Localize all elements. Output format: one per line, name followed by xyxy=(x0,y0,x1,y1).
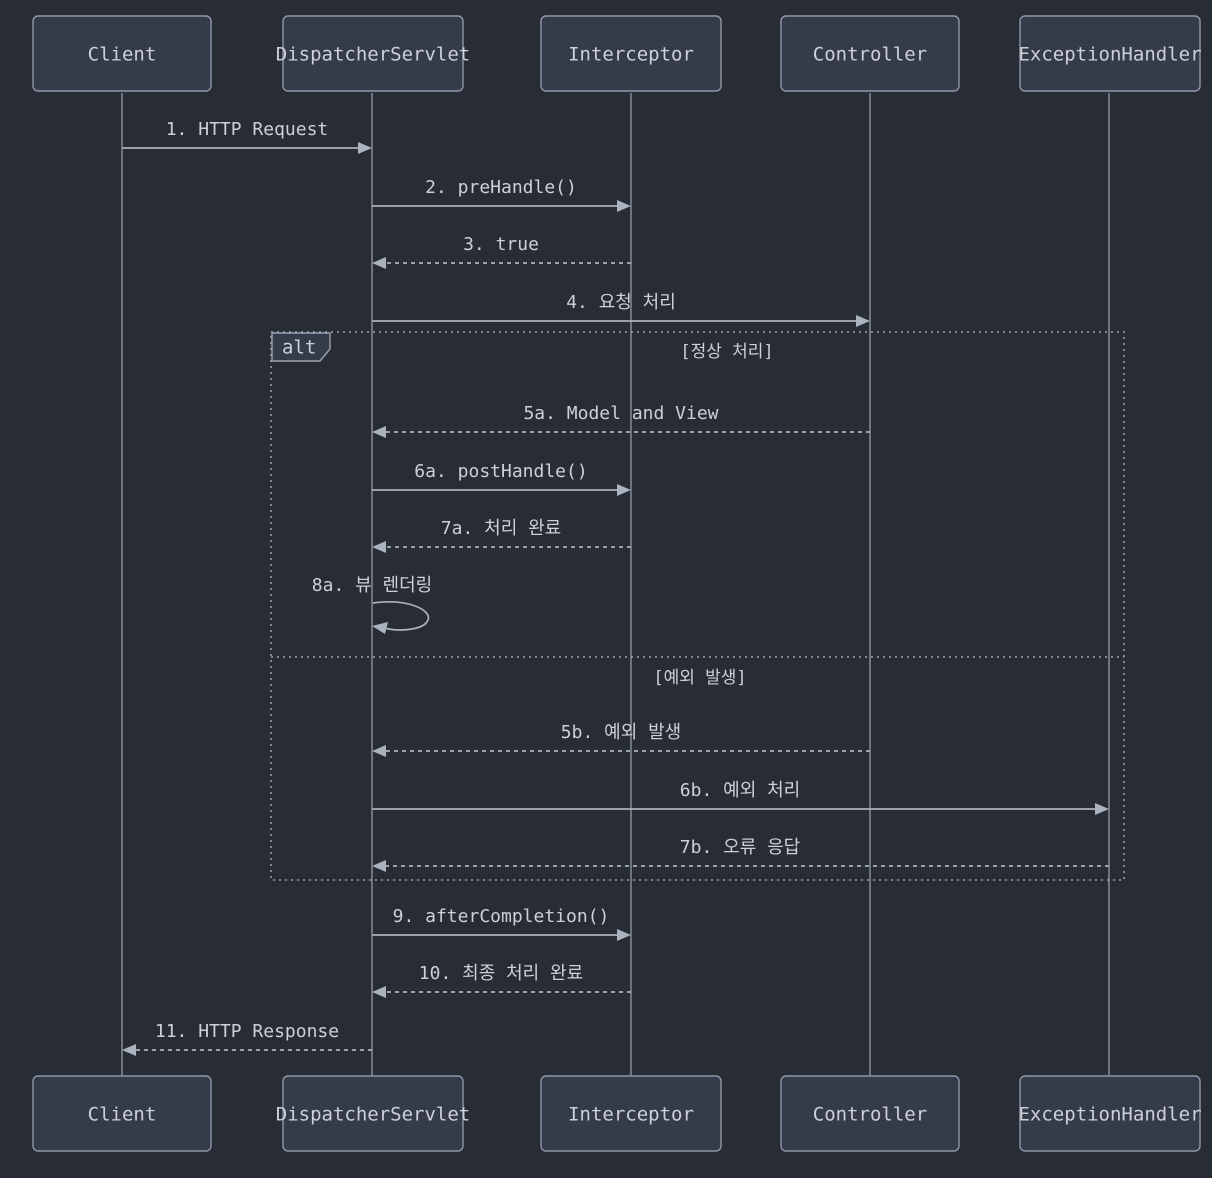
participant-box[interactable] xyxy=(282,15,464,92)
message-7a: 7a. 처리 완료 xyxy=(372,518,631,553)
participant-box[interactable] xyxy=(1019,1075,1201,1152)
participant-box[interactable] xyxy=(32,1075,212,1152)
message-6b-arrowhead xyxy=(1095,803,1109,815)
participant-box[interactable] xyxy=(1019,15,1201,92)
message-6b-label: 6b. 예외 처리 xyxy=(680,780,800,801)
participant-label: DispatcherServlet xyxy=(276,44,470,66)
participant-interceptor-top[interactable]: Interceptor xyxy=(540,15,722,92)
message-6a-label: 6a. postHandle() xyxy=(414,461,587,482)
participant-label: Controller xyxy=(813,44,927,66)
participants-bottom: Client DispatcherServlet Interceptor Con… xyxy=(32,1075,1202,1152)
message-4: 4. 요청 처리 xyxy=(372,292,870,327)
message-7a-arrowhead xyxy=(372,541,386,553)
message-1: 1. HTTP Request xyxy=(122,119,372,154)
participant-controller-top[interactable]: Controller xyxy=(780,15,960,92)
message-10-arrowhead xyxy=(372,986,386,998)
participants-top: Client DispatcherServlet Interceptor Con… xyxy=(32,15,1202,92)
participant-box[interactable] xyxy=(780,1075,960,1152)
message-6b: 6b. 예외 처리 xyxy=(372,780,1109,815)
message-8a-arrowhead xyxy=(372,622,388,634)
participant-client-bottom[interactable]: Client xyxy=(32,1075,212,1152)
message-5b: 5b. 예외 발생 xyxy=(372,722,870,757)
message-1-arrowhead xyxy=(358,142,372,154)
message-7b-arrowhead xyxy=(372,860,386,872)
alt-tag-shape xyxy=(271,332,331,362)
message-3-label: 3. true xyxy=(463,234,539,255)
participant-dispatcherservlet-top[interactable]: DispatcherServlet xyxy=(276,15,470,92)
participant-label: ExceptionHandler xyxy=(1018,1104,1201,1126)
alt-fragment: alt [정상 처리] [예외 발생] xyxy=(270,331,1125,881)
message-10-label: 10. 최종 처리 완료 xyxy=(419,963,583,984)
message-2-arrowhead xyxy=(617,200,631,212)
message-4-arrowhead xyxy=(856,315,870,327)
participant-box[interactable] xyxy=(540,15,722,92)
messages-group: 1. HTTP Request 2. preHandle() dispatche… xyxy=(122,119,1109,1056)
participant-controller-bottom[interactable]: Controller xyxy=(780,1075,960,1152)
message-11: 11. HTTP Response xyxy=(122,1021,372,1056)
alt-fragment-border xyxy=(270,331,1125,881)
message-2: 2. preHandle() xyxy=(372,177,631,212)
participant-box[interactable] xyxy=(540,1075,722,1152)
message-8a-self-loop xyxy=(372,601,430,631)
message-7b: 7b. 오류 응답 xyxy=(372,837,1109,872)
message-4-label: 4. 요청 처리 xyxy=(566,292,676,313)
message-6a-arrowhead xyxy=(617,484,631,496)
message-9: 9. afterCompletion() xyxy=(372,906,631,941)
message-5b-label: 5b. 예외 발생 xyxy=(561,722,681,743)
participant-box[interactable] xyxy=(32,15,212,92)
participant-label: Controller xyxy=(813,1104,927,1126)
message-7b-label: 7b. 오류 응답 xyxy=(680,837,800,858)
participant-box[interactable] xyxy=(282,1075,464,1152)
message-1-label: 1. HTTP Request xyxy=(166,119,329,140)
message-5b-arrowhead xyxy=(372,745,386,757)
participant-label: Client xyxy=(88,44,157,66)
message-8a: 8a. 뷰 렌더링 xyxy=(312,575,432,634)
message-3-arrowhead xyxy=(372,257,386,269)
participant-dispatcherservlet-bottom[interactable]: DispatcherServlet xyxy=(276,1075,470,1152)
message-2-label: 2. preHandle() xyxy=(425,177,577,198)
alt-tag-label: alt xyxy=(282,337,316,359)
participant-label: DispatcherServlet xyxy=(276,1104,470,1126)
message-9-arrowhead xyxy=(617,929,631,941)
alt-condition-normal: [정상 처리] xyxy=(680,342,773,362)
participant-label: Client xyxy=(88,1104,157,1126)
participant-label: Interceptor xyxy=(568,44,694,66)
participant-interceptor-bottom[interactable]: Interceptor xyxy=(540,1075,722,1152)
alt-condition-exception: [예외 발생] xyxy=(653,668,746,688)
participant-exceptionhandler-bottom[interactable]: ExceptionHandler xyxy=(1018,1075,1202,1152)
message-5a-arrowhead xyxy=(372,426,386,438)
message-10: 10. 최종 처리 완료 xyxy=(372,963,631,998)
message-8a-label: 8a. 뷰 렌더링 xyxy=(312,575,432,596)
message-7a-label: 7a. 처리 완료 xyxy=(441,518,561,539)
participant-label: Interceptor xyxy=(568,1104,694,1126)
participant-box[interactable] xyxy=(780,15,960,92)
message-6a: 6a. postHandle() xyxy=(372,461,631,496)
lifelines-group xyxy=(121,93,1110,1076)
message-3: 3. true xyxy=(372,234,631,269)
participant-exceptionhandler-top[interactable]: ExceptionHandler xyxy=(1018,15,1202,92)
message-11-label: 11. HTTP Response xyxy=(155,1021,339,1042)
participant-label: ExceptionHandler xyxy=(1018,44,1201,66)
participant-client-top[interactable]: Client xyxy=(32,15,212,92)
message-11-arrowhead xyxy=(122,1044,136,1056)
message-5a: 5a. Model and View xyxy=(372,403,870,438)
message-5a-label: 5a. Model and View xyxy=(523,403,718,424)
message-9-label: 9. afterCompletion() xyxy=(393,906,610,927)
